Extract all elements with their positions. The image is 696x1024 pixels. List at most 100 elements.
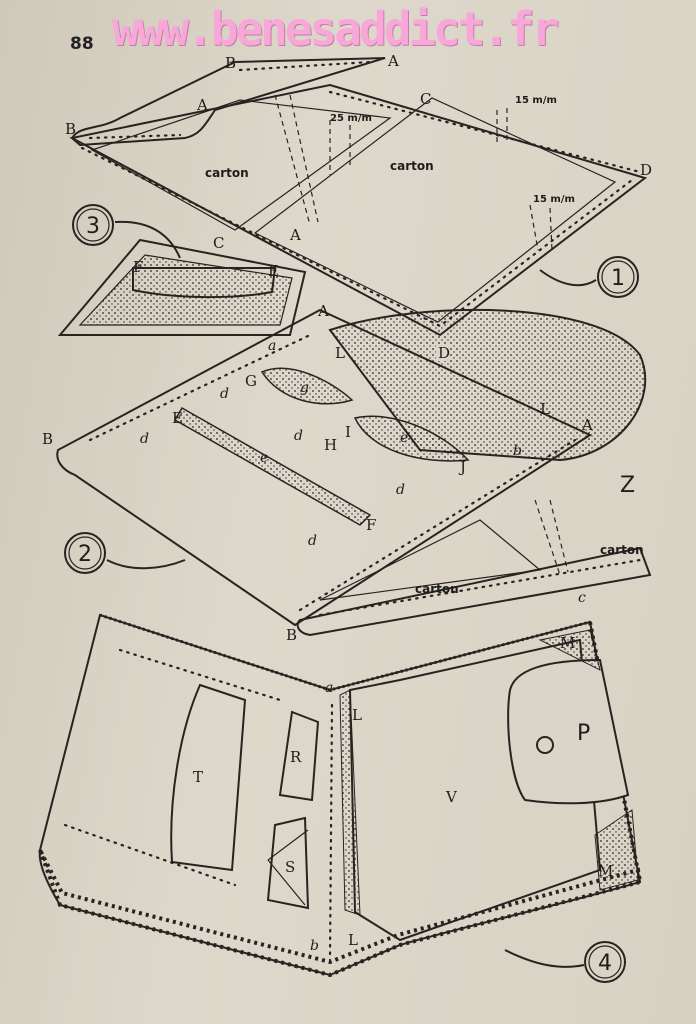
figure-number-badge <box>64 532 106 574</box>
point-label: D <box>438 344 450 362</box>
point-label: B <box>65 120 76 138</box>
pocket-g <box>260 367 354 405</box>
panel-label: carton <box>415 582 459 596</box>
pointer-arrow <box>114 220 181 259</box>
point-label: d <box>308 533 317 549</box>
snap-flap-p <box>507 658 630 805</box>
stitch-line <box>88 133 182 140</box>
pointer-arrow <box>504 949 585 968</box>
point-label: A <box>317 302 329 320</box>
pocket-label: T <box>193 768 203 786</box>
figure-4: a L L b M M T R S V P 4 <box>38 613 643 983</box>
figure-number-ring <box>588 945 622 979</box>
point-label: C <box>420 90 431 108</box>
point-label: A <box>387 52 399 70</box>
dimension-label: 15 m/m <box>533 194 575 205</box>
point-label: C <box>213 234 224 252</box>
point-label: d <box>294 428 303 444</box>
point-label: L <box>352 706 362 724</box>
whip-stitch-edge <box>38 849 643 978</box>
dimension-label: 25 m/m <box>330 113 372 124</box>
figure-number: 4 <box>598 951 612 976</box>
panel-label: carton <box>205 166 249 180</box>
point-label: B <box>286 626 297 644</box>
stitch-line <box>63 823 237 887</box>
pointer-arrow <box>106 559 186 570</box>
dimension-guide <box>496 108 508 145</box>
pocket-i <box>353 415 470 462</box>
point-label: b <box>513 443 522 459</box>
right-carton-panel <box>253 97 617 323</box>
corner-m <box>538 629 601 671</box>
inner-panel <box>56 308 593 627</box>
dimension-guide <box>529 204 553 251</box>
point-label: M <box>560 634 575 652</box>
point-label: a <box>325 680 333 696</box>
point-label: L <box>348 931 358 949</box>
pocket-label: R <box>290 748 302 766</box>
figure-2: carton carton A L a G g E d d B d H I e … <box>42 302 652 644</box>
point-label: M <box>598 862 613 880</box>
point-label: e <box>260 450 268 466</box>
point-label: B <box>42 430 53 448</box>
figure-number: 3 <box>86 214 100 239</box>
pocket-r <box>278 710 320 802</box>
point-label: A <box>581 416 593 434</box>
point-label: E <box>268 262 279 280</box>
left-carton-panel <box>90 99 392 231</box>
stitch-line <box>328 703 334 962</box>
point-label: B <box>225 54 236 72</box>
stippled-lining <box>78 254 293 326</box>
point-label: D <box>640 161 652 179</box>
point-label: d <box>140 431 149 447</box>
point-label: d <box>220 386 229 402</box>
pocket-label: V <box>445 788 458 806</box>
figure-number: 2 <box>78 542 92 567</box>
point-label: L <box>540 400 550 418</box>
figure-number-badge <box>584 941 626 983</box>
point-label: F <box>133 258 143 276</box>
point-label: b <box>310 938 319 954</box>
panel-label: carton <box>390 159 434 173</box>
point-label: H <box>324 436 337 454</box>
carton-panel <box>319 519 542 601</box>
point-label: G <box>245 372 257 390</box>
folded-flap <box>70 57 386 147</box>
corner-m <box>594 809 639 891</box>
figure-3: F E 3 <box>57 204 307 336</box>
fold-arrow <box>274 94 319 226</box>
dimension-guide <box>329 120 351 175</box>
point-label: L <box>335 344 345 362</box>
pocket-label: S <box>285 858 295 876</box>
panel-label: carton <box>600 543 644 557</box>
point-label: A <box>196 96 208 114</box>
figure-number-ring <box>601 260 635 294</box>
top-layer-labels: D <box>436 344 450 362</box>
point-label: Z <box>620 473 635 498</box>
point-label: c <box>578 590 586 606</box>
lining-outline <box>57 238 307 336</box>
pocket-s <box>266 816 310 910</box>
point-label: a <box>268 338 276 354</box>
pocket-s-flap <box>267 829 309 906</box>
stitch-line <box>328 90 642 174</box>
figure-number-badge <box>72 204 114 246</box>
point-label: J <box>458 458 466 476</box>
point-label: e <box>400 430 408 446</box>
pocket-label: P <box>577 721 590 746</box>
pocket-t <box>170 683 247 872</box>
pocket-v-gusset <box>339 689 361 916</box>
dimension-label: 15 m/m <box>515 95 557 106</box>
figure-number: 1 <box>611 266 625 291</box>
figure-number-ring <box>68 536 102 570</box>
snap-button-icon <box>536 736 554 754</box>
pointer-arrow <box>539 269 597 287</box>
bottom-carton-strip <box>296 546 652 637</box>
point-label: F <box>366 516 376 534</box>
label-backing <box>436 345 450 361</box>
pocket-slot <box>132 267 277 299</box>
figure-number-badge <box>597 256 639 298</box>
fold-arrow <box>534 499 569 576</box>
